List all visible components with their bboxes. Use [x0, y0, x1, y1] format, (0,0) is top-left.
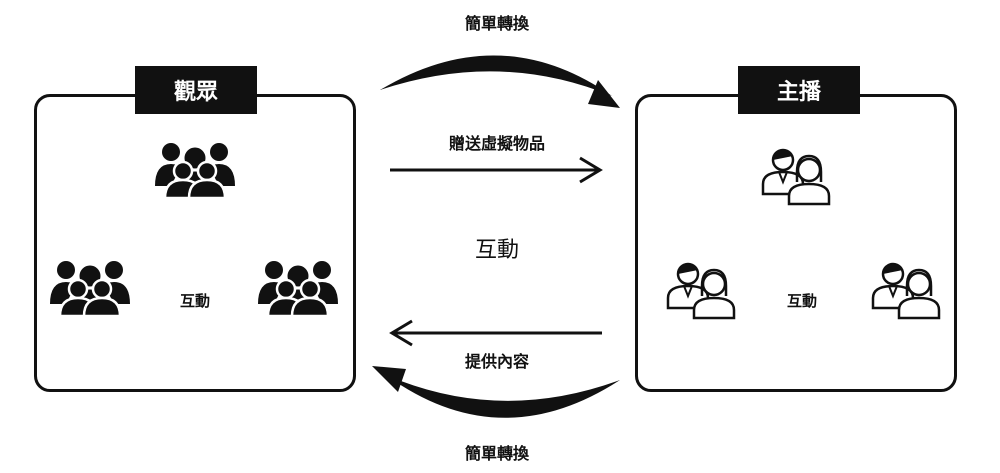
top-cycle-label: 簡單轉換: [464, 14, 530, 33]
streamer-center-label: 互動: [786, 292, 818, 310]
audience-title: 觀眾: [135, 66, 257, 114]
streamer-pair-icon-right: [871, 262, 941, 320]
content-arrow: [389, 319, 602, 347]
top-curved-arrow: [380, 55, 620, 108]
audience-group-icon-right: [256, 259, 340, 318]
audience-group-icon-left: [48, 259, 132, 318]
streamer-pair-icon-left: [666, 262, 736, 320]
interaction-label: 互動: [474, 238, 520, 263]
bottom-curved-arrow: [372, 366, 620, 418]
streamer-box: [635, 94, 957, 392]
streamer-title: 主播: [738, 66, 860, 114]
content-label: 提供內容: [464, 352, 530, 371]
gift-label: 贈送虛擬物品: [448, 134, 546, 153]
bottom-cycle-label: 簡單轉換: [464, 444, 530, 463]
streamer-pair-icon-top: [761, 148, 831, 206]
audience-group-icon-top: [153, 141, 237, 200]
audience-center-label: 互動: [179, 292, 211, 310]
gift-arrow: [390, 156, 603, 184]
